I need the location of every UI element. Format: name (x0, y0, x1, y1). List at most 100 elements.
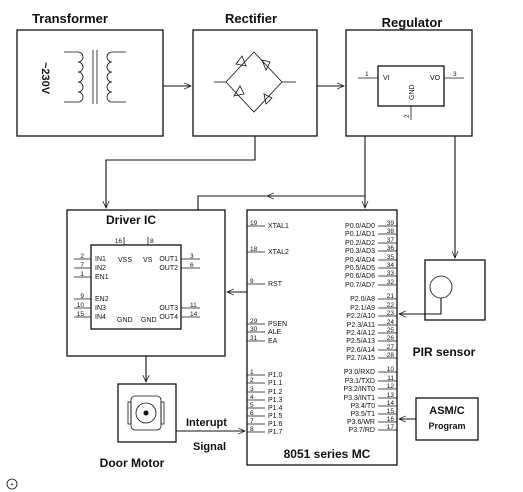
mcu-box (246, 209, 398, 466)
mcu-right-pin-num: 17 (387, 424, 395, 431)
mcu-left-pin-name: XTAL1 (268, 223, 289, 230)
mcu-left-pin-num: 9 (250, 278, 254, 285)
mcu-left-pin-num: 19 (250, 220, 258, 227)
door-motor-block: Door Motor (100, 383, 177, 470)
mcu-right-pin-num: 28 (387, 352, 395, 359)
driver-gnd-1: GND (117, 317, 133, 324)
interrupt-label-line1: Interupt (186, 417, 227, 429)
rectifier-title: Rectifier (225, 11, 277, 26)
bridge-rectifier-icon (214, 51, 296, 113)
mcu-right-pin-num: 35 (387, 254, 395, 261)
driver-right-pin-num: 6 (190, 262, 194, 269)
mcu-left-pin-num: 6 (250, 410, 254, 417)
mcu-left-pin-name: P1.1 (268, 380, 283, 387)
mcu-left-pin-name: P1.7 (268, 429, 283, 436)
driver-right-pin-name: OUT4 (159, 314, 178, 321)
driver-power-link (197, 195, 365, 210)
mcu-left-pin-num: 7 (250, 418, 254, 425)
mcu-right-pin-num: 11 (387, 375, 394, 382)
driver-vs: VS (143, 257, 153, 264)
driver-vss: VSS (118, 257, 132, 264)
driver-right-pin-name: OUT2 (159, 265, 178, 272)
driver-left-pin-name: IN3 (95, 305, 106, 312)
mcu-right-pin-name: P3.2/INT0 (343, 386, 375, 393)
mcu-right-pin-name: P0.4/AD4 (345, 257, 375, 264)
mcu-right-pin-num: 26 (387, 335, 395, 342)
driver-left-pin-name: IN4 (95, 314, 106, 321)
mcu-right-pin-num: 33 (387, 270, 395, 277)
mcu-right-pin-num: 13 (387, 392, 395, 399)
transformer-block: Transformer ~230V (16, 11, 164, 137)
regulator-pin1: 1 (365, 71, 369, 78)
info-icon: + (6, 478, 18, 490)
regulator-ic (377, 65, 445, 107)
mcu-left-pin-name: P1.4 (268, 405, 283, 412)
driver-left-pin-num: 1 (80, 271, 84, 278)
driver-left-pin-name: EN2 (95, 296, 109, 303)
regulator-block: Regulator VI VO GND 1 3 2 (345, 15, 473, 137)
mcu-right-pin-num: 16 (387, 416, 395, 423)
driver-left-pin-name: EN1 (95, 274, 109, 281)
driver-left-pin-num: 7 (80, 262, 84, 269)
mcu-right-pin-name: P0.0/AD0 (345, 223, 375, 230)
mcu-left-pin-name: EA (268, 338, 278, 345)
mcu-left-pin-name: PSEN (268, 321, 287, 328)
rectifier-box (192, 29, 318, 137)
svg-text:+: + (10, 482, 14, 489)
mcu-right-pin-num: 24 (387, 319, 395, 326)
mcu-right-pin-name: P0.6/AD6 (345, 273, 375, 280)
mcu-left-pin-num: 31 (250, 335, 258, 342)
driver-pin16: 16 (115, 238, 123, 245)
mcu-right-pin-num: 22 (387, 302, 395, 309)
asm-program-line1: ASM/C (429, 405, 465, 417)
mcu-right-pin-name: P2.6/A14 (346, 347, 375, 354)
mcu-right-pin-num: 25 (387, 327, 395, 334)
mcu-right-pin-name: P3.1/TXD (345, 378, 375, 385)
mcu-right-pin-name: P2.4/A12 (346, 330, 375, 337)
mcu-left-pin-name: XTAL2 (268, 249, 289, 256)
asm-program-box (415, 397, 479, 441)
mcu-left-pin-num: 18 (250, 246, 258, 253)
pir-sensor-block: PIR sensor (413, 259, 486, 359)
mcu-right-pin-num: 39 (387, 220, 395, 227)
door-motor-title: Door Motor (100, 456, 165, 470)
driver-left-pin-name: IN2 (95, 265, 106, 272)
mcu-left-pin-num: 29 (250, 318, 258, 325)
mcu-left-pin-num: 3 (250, 386, 254, 393)
mcu-right-pin-name: P2.3/A11 (347, 322, 375, 329)
transformer-coil-icon (64, 50, 126, 104)
mcu-left-pin-num: 2 (250, 377, 254, 384)
mcu-left-pin-name: ALE (268, 329, 282, 336)
driver-gnd-2: GND (141, 317, 157, 324)
driver-left-pin-name: IN1 (95, 256, 106, 263)
mcu-right-pin-name: P3.0/RXD (344, 369, 375, 376)
regulator-title: Regulator (382, 15, 443, 30)
mcu-right-pin-name: P2.7/A15 (346, 355, 375, 362)
driver-right-pin-num: 11 (190, 302, 197, 309)
driver-ic-chip (90, 244, 182, 330)
regulator-vi-label: VI (383, 75, 390, 82)
mcu-left-pin-name: P1.0 (268, 372, 283, 379)
regulator-pin2: 2 (404, 114, 411, 118)
rectifier-block: Rectifier (192, 11, 318, 137)
driver-left-pin-num: 10 (77, 302, 85, 309)
driver-right-pin-name: OUT3 (159, 305, 178, 312)
interrupt-label-line2: Signal (193, 441, 226, 453)
mcu-right-pin-num: 10 (387, 366, 395, 373)
mcu-left-pin-name: P1.6 (268, 421, 283, 428)
mcu-left-pin-name: RST (268, 281, 283, 288)
mcu-right-pin-num: 15 (387, 408, 395, 415)
pir-to-mcu-arrow (399, 298, 442, 314)
mcu-left-pin-num: 8 (250, 426, 254, 433)
mcu-left-pin-num: 1 (250, 369, 254, 376)
pir-sensor-box (424, 259, 486, 321)
mcu-left-pin-num: 30 (250, 326, 258, 333)
mcu-left-pin-num: 4 (250, 394, 254, 401)
mcu-right-pin-name: P0.3/AD3 (345, 248, 375, 255)
